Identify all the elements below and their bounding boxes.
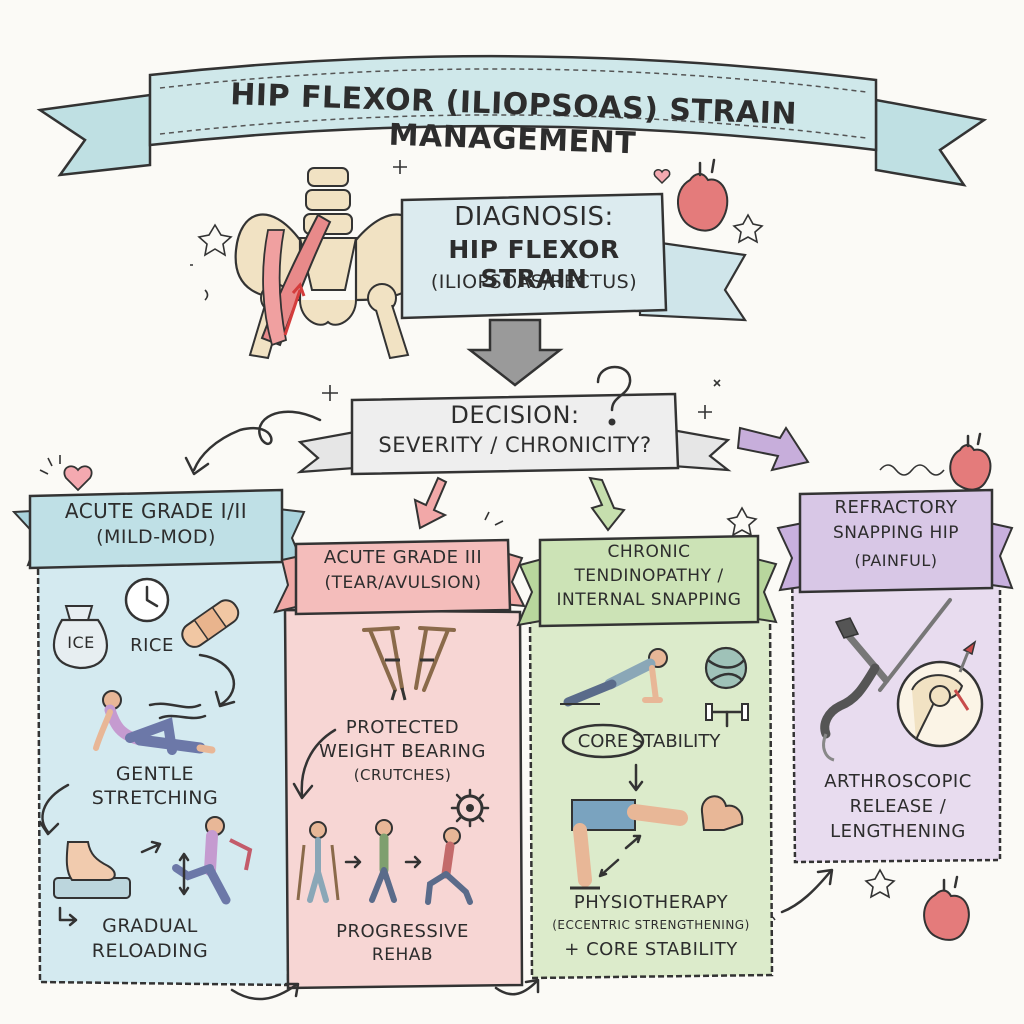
refractory-header-line1: REFRACTORY [834,497,958,518]
physio-line1: PHYSIOTHERAPY [573,892,729,913]
diagnosis-line2: HIP FLEXOR STRAIN [448,235,620,293]
rice-label: RICE [130,635,174,656]
decision-line2: SEVERITY / CHRONICITY? [378,433,652,457]
core-circle-mark [561,723,645,759]
grade12-header-line1: ACUTE GRADE I/II [64,499,248,523]
decision-banner [296,392,732,476]
title-ribbon [36,54,988,187]
header-banner-grade-3 [273,538,526,616]
physio-line2: (ECCENTRIC STRENGTHENING) [552,918,750,932]
branch-arrow-grade3 [413,476,448,530]
ice-bag-icon [52,605,109,670]
rehab-line2: REHAB [371,945,434,965]
reload-line1: GRADUAL [102,915,198,937]
chronic-header-line2: TENDINOPATHY / [574,566,724,586]
heart-icon [63,169,671,492]
decision-line1: DECISION: [450,401,580,429]
core-circled-label: CORE [577,731,629,752]
branch-arrow-chronic [588,476,626,532]
question-mark-dot [608,418,616,426]
anatomical-heart-icon [923,875,970,941]
down-arrow-icon [466,318,564,387]
surgery-line3: LENGTHENING [830,821,966,842]
arthroscope-icon [820,598,952,762]
pwb-line1: PROTECTED [345,717,460,738]
header-banner-chronic [516,534,778,628]
core-stability-label: STABILITY [632,731,721,752]
diagnosis-line1: DIAGNOSIS: [454,202,614,232]
grade3-header-line2: (TEAR/AVULSION) [324,573,482,593]
rehab-line1: PROGRESSIVE [336,921,469,942]
grade12-header-line2: (MILD-MOD) [96,526,216,548]
bottom-arrow-icon [230,983,298,1001]
clock-icon [124,577,170,623]
stretching-figure-icon [93,690,216,755]
foot-scale-icon [53,841,131,899]
arrow-down-right-icon [58,906,78,927]
branch-arrow-left-head [184,456,210,476]
arrow-head [292,782,314,800]
physio-line3: + CORE STABILITY [564,939,738,960]
arrow-head [284,982,300,998]
curved-arrow-icon [198,653,236,707]
branch-arrow-refractory [736,426,810,472]
arrow-head [524,978,540,994]
anatomical-heart-icon [676,158,729,232]
branch-arrow-left [192,410,322,472]
pwb-line2: WEIGHT BEARING [319,741,486,762]
stretch-line1: GENTLE [115,763,195,785]
pwb-line3: (CRUTCHES) [353,766,452,784]
exercise-ball-icon [704,646,748,690]
bottom-arrow-icon [494,980,538,996]
stretch-line2: STRETCHING [91,787,219,809]
refractory-header-line2: SNAPPING HIP [833,523,959,543]
leg-exercise-icon [570,799,688,890]
flexed-arm-icon [700,795,744,831]
crutches-icon [362,626,456,701]
diagnosis-line3: (ILIOPSOAS/RECTUS) [430,271,638,293]
refractory-header-line3: (PAINFUL) [854,551,938,570]
arrow-head [816,868,834,886]
header-banner-grade-1-2 [11,488,306,570]
arrow-head [214,690,236,708]
bandage-icon [181,599,240,648]
rehab-stages-icon [296,819,473,905]
plank-figure-icon [560,648,668,707]
arrow-down-icon [628,763,644,792]
diagnosis-banner [400,192,748,322]
arrow-right-icon [140,840,162,854]
chronic-header-line3: INTERNAL SNAPPING [556,590,742,610]
surgery-line2: RELEASE / [849,796,947,817]
chronic-header-line1: CHRONIC [607,542,691,562]
bottom-arrow-icon [780,870,832,914]
surgery-line1: ARTHROSCOPIC [824,771,972,792]
question-mark-icon [596,365,632,412]
pelvis-illustration [234,167,426,360]
curved-arrow-icon [300,728,337,797]
hip-joint-closeup-icon [896,640,984,748]
dumbbell-icon [705,703,749,728]
gear-icon [450,788,490,828]
reloading-figure-icon [172,816,253,905]
reload-line2: RELOADING [91,940,209,962]
anatomical-heart-icon [949,432,992,491]
header-banner-refractory [776,488,1014,594]
ice-label: ICE [67,633,95,652]
grade3-header-line1: ACUTE GRADE III [323,547,483,568]
arrow-head [38,820,60,836]
